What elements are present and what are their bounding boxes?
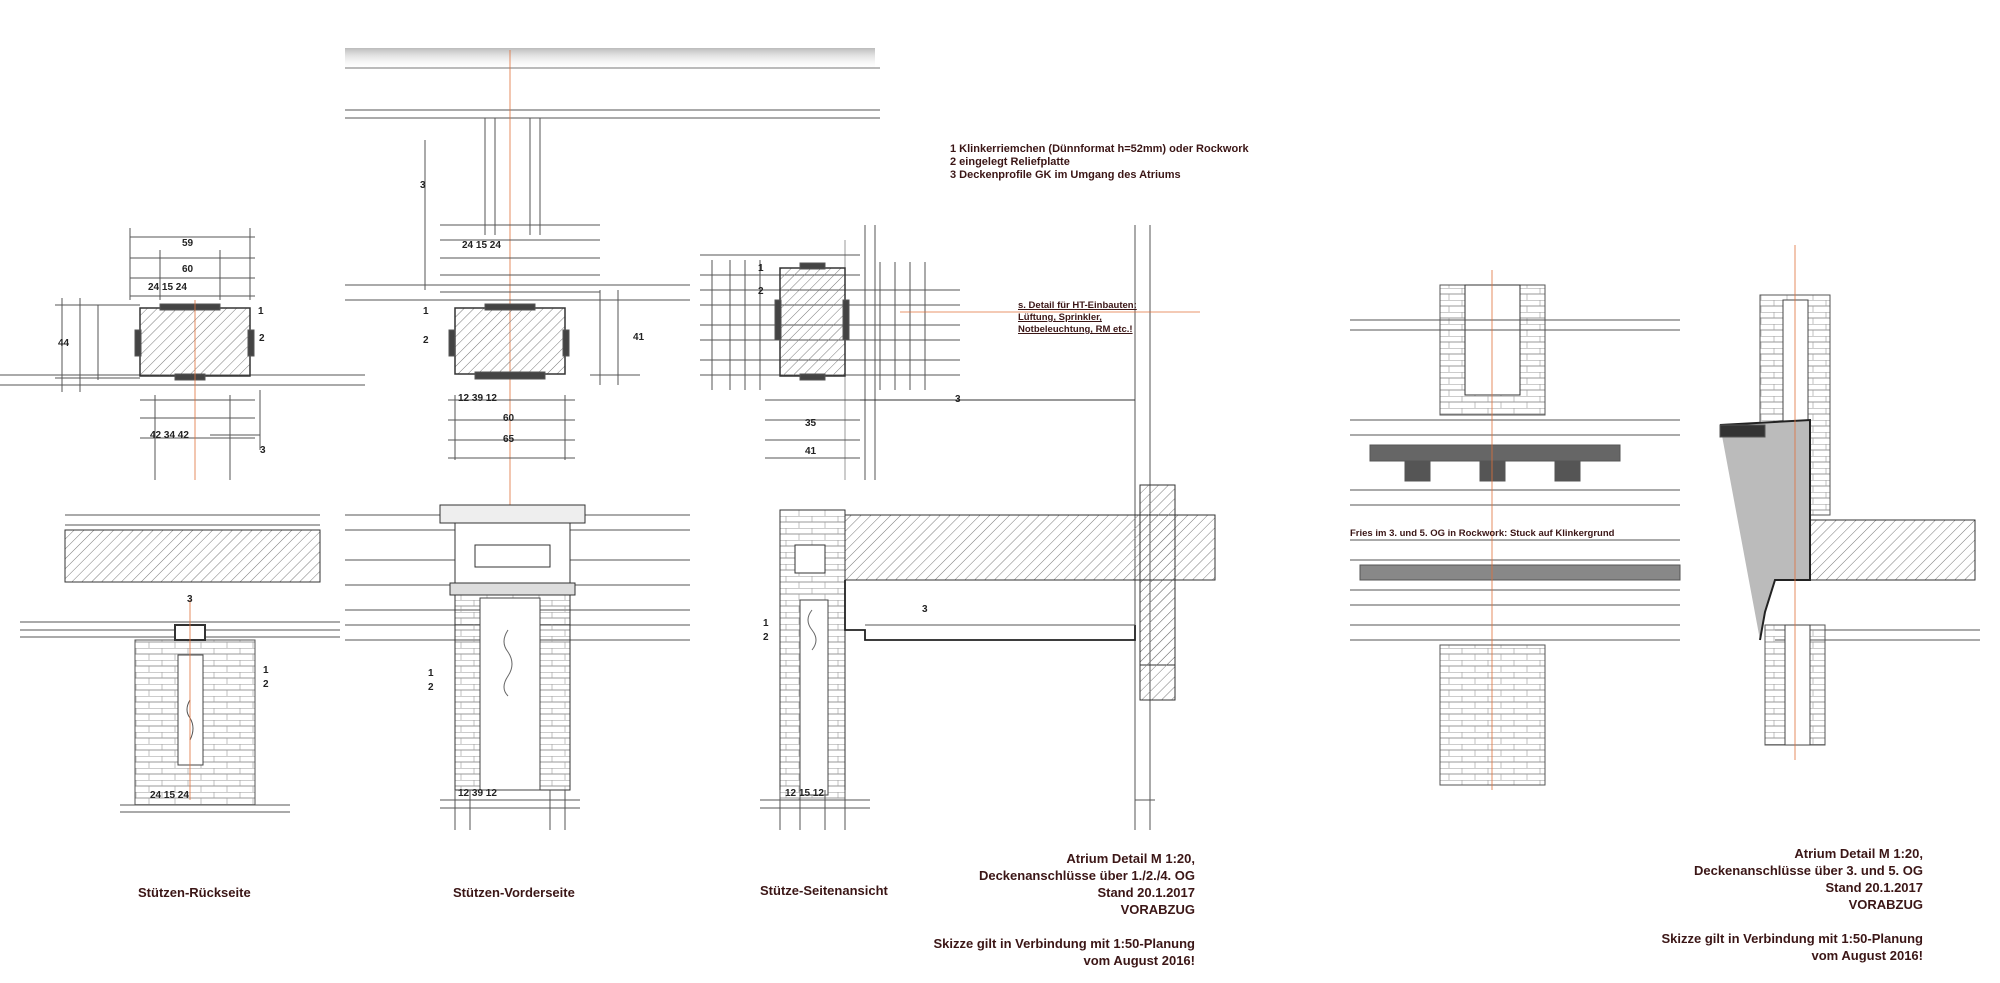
stamp-line: Deckenanschlüsse über 3. und 5. OG bbox=[1693, 863, 1923, 878]
marker-2: 2 bbox=[758, 286, 764, 297]
column-section-vorderseite bbox=[454, 307, 566, 375]
dim-label: 12 39 12 bbox=[458, 393, 497, 404]
title-stamp-left: Atrium Detail M 1:20, Deckenanschlüsse ü… bbox=[934, 850, 1195, 969]
marker-3: 3 bbox=[955, 394, 961, 405]
stamp-line: vom August 2016! bbox=[1083, 953, 1196, 968]
marker-2: 2 bbox=[259, 333, 265, 344]
dim-label: 59 bbox=[182, 238, 194, 249]
stamp-line: Deckenanschlüsse über 1./2./4. OG bbox=[978, 868, 1195, 883]
legend-item: 2 eingelegt Reliefplatte bbox=[950, 156, 1070, 168]
marker-3: 3 bbox=[260, 445, 266, 456]
marker-2: 2 bbox=[763, 632, 769, 643]
column-section-seitenansicht bbox=[779, 267, 846, 377]
marker-2: 2 bbox=[428, 682, 434, 693]
caption-seitenansicht: Stütze-Seitenansicht bbox=[760, 883, 888, 898]
dim-label: 60 bbox=[182, 264, 194, 275]
plan-vorderseite bbox=[345, 48, 880, 505]
marker-1: 1 bbox=[763, 618, 769, 629]
dim-label: 41 bbox=[633, 332, 645, 343]
legend-item: 1 Klinkerriemchen (Dünnformat h=52mm) od… bbox=[950, 143, 1249, 155]
plan-rueckseite bbox=[0, 228, 365, 480]
stamp-line: Atrium Detail M 1:20, bbox=[1794, 846, 1923, 861]
stamp-line: VORABZUG bbox=[1120, 902, 1195, 917]
dim-label: 24 15 24 bbox=[150, 790, 189, 801]
marker-3: 3 bbox=[922, 604, 928, 615]
legend: 1 Klinkerriemchen (Dünnformat h=52mm) od… bbox=[950, 143, 1249, 182]
stamp-line: VORABZUG bbox=[1848, 897, 1923, 912]
marker-3: 3 bbox=[187, 594, 193, 605]
slab-section-rueckseite bbox=[64, 529, 321, 583]
elevation-seitenansicht bbox=[760, 484, 1216, 830]
elevation-vorderseite bbox=[345, 504, 690, 830]
caption-rueckseite: Stützen-Rückseite bbox=[138, 885, 251, 900]
stamp-line: Skizze gilt in Verbindung mit 1:50-Planu… bbox=[1661, 931, 1923, 946]
dim-label: 24 15 24 bbox=[462, 240, 501, 251]
stamp-line: Atrium Detail M 1:20, bbox=[1066, 851, 1195, 866]
dim-label: 65 bbox=[503, 434, 515, 445]
stamp-line: Stand 20.1.2017 bbox=[1097, 885, 1195, 900]
dim-label: 44 bbox=[58, 338, 70, 349]
elevation-rueckseite bbox=[20, 514, 340, 813]
marker-3: 3 bbox=[420, 180, 426, 191]
section-fries-side bbox=[1719, 245, 1980, 760]
marker-2: 2 bbox=[423, 335, 429, 346]
stamp-line: vom August 2016! bbox=[1811, 948, 1924, 963]
title-stamp-right: Atrium Detail M 1:20, Deckenanschlüsse ü… bbox=[1662, 845, 1923, 964]
stamp-line: Skizze gilt in Verbindung mit 1:50-Planu… bbox=[933, 936, 1195, 951]
dim-label: 42 34 42 bbox=[150, 430, 189, 441]
marker-1: 1 bbox=[423, 306, 429, 317]
marker-2: 2 bbox=[263, 679, 269, 690]
marker-1: 1 bbox=[428, 668, 434, 679]
plan-seitenansicht bbox=[700, 225, 1200, 830]
caption-vorderseite: Stützen-Vorderseite bbox=[453, 885, 575, 900]
stamp-line: Stand 20.1.2017 bbox=[1825, 880, 1923, 895]
legend-item: 3 Deckenprofile GK im Umgang des Atriums bbox=[950, 169, 1181, 181]
marker-1: 1 bbox=[263, 665, 269, 676]
elevation-fries-front bbox=[1350, 270, 1681, 790]
fries-note: Fries im 3. und 5. OG in Rockwork: Stuck… bbox=[1350, 528, 1615, 539]
detail-note: s. Detail für HT-Einbauten: Lüftung, Spr… bbox=[1018, 300, 1137, 335]
dim-label: 35 bbox=[805, 418, 817, 429]
dim-label: 41 bbox=[805, 446, 817, 457]
dim-label: 12 39 12 bbox=[458, 788, 497, 799]
dim-label: 24 15 24 bbox=[148, 282, 187, 293]
dim-label: 12 15 12 bbox=[785, 788, 824, 799]
marker-1: 1 bbox=[258, 306, 264, 317]
dim-label: 60 bbox=[503, 413, 515, 424]
marker-1: 1 bbox=[758, 263, 764, 274]
